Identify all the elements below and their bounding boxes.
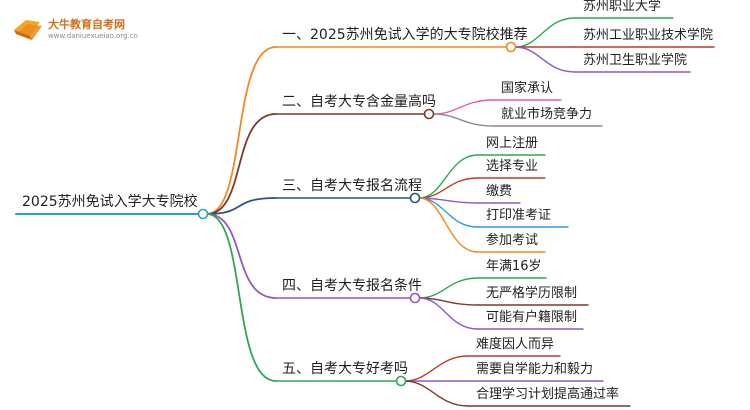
branch-4-leaf-3-connector — [418, 297, 479, 330]
branch-5-connector — [206, 213, 277, 382]
branch-1-leaf-2-label: 苏州工业职业技术学院 — [583, 28, 714, 43]
branch-3-leaf-4-label: 打印准考证 — [486, 208, 552, 223]
branch-1-leaf-1-label: 苏州职业大学 — [583, 0, 662, 14]
branch-4-leaf-1-connector — [418, 277, 479, 299]
branch-3-leaf-1-connector — [418, 154, 479, 199]
branch-5-leaf-1-label: 难度因人而异 — [476, 337, 555, 352]
branch-2-label: 二、自考大专含金量高吗 — [282, 94, 436, 110]
branch-4-leaf-3-label: 可能有户籍限制 — [486, 310, 578, 325]
branch-1-label: 一、2025苏州免试入学的大专院校推荐 — [282, 27, 528, 43]
branch-5-leaf-3-connector — [404, 380, 469, 407]
branch-3-leaf-2-connector — [418, 177, 479, 199]
branch-4-leaf-2-label: 无严格学历限制 — [486, 286, 578, 301]
branch-2-leaf-2-connector — [432, 113, 494, 127]
root-node-label: 2025苏州免试入学大专院校 — [22, 194, 198, 210]
site-logo — [8, 10, 168, 46]
branch-2-leaf-2-label: 就业市场竞争力 — [501, 107, 593, 122]
branch-2-leaf-1-label: 国家承认 — [501, 81, 554, 96]
branch-3-leaf-2-label: 选择专业 — [486, 159, 539, 174]
branch-3-leaf-5-label: 参加考试 — [486, 233, 539, 248]
branch-1-leaf-3-connector — [514, 46, 576, 73]
branch-2-connector — [206, 113, 277, 215]
branch-2-node — [423, 108, 435, 120]
branch-2-leaf-1-connector — [432, 99, 494, 115]
branch-1-leaf-3-label: 苏州卫生职业学院 — [583, 53, 688, 68]
branch-4-node — [409, 292, 421, 304]
branch-5-label: 五、自考大专好考吗 — [282, 361, 408, 377]
branch-5-leaf-3-label: 合理学习计划提高通过率 — [476, 387, 620, 402]
branch-5-node — [395, 375, 407, 387]
branch-5-leaf-1-connector — [404, 355, 469, 382]
branch-3-leaf-5-connector — [418, 197, 479, 253]
branch-1-node — [505, 41, 517, 53]
branch-1-connector — [206, 46, 277, 215]
branch-1-leaf-1-connector — [514, 17, 576, 48]
branch-3-label: 三、自考大专报名流程 — [282, 178, 422, 194]
root-node — [197, 208, 209, 220]
branch-4-label: 四、自考大专报名条件 — [282, 278, 422, 294]
branch-4-leaf-1-label: 年满16岁 — [486, 259, 542, 274]
branch-5-leaf-2-label: 需要自学能力和毅力 — [476, 362, 594, 377]
branch-3-leaf-3-label: 缴费 — [486, 184, 513, 199]
branch-4-connector — [206, 213, 277, 299]
branch-3-node — [409, 192, 421, 204]
logo-title: 大牛教育自考网 — [48, 18, 125, 31]
branch-3-leaf-1-label: 网上注册 — [486, 136, 539, 151]
book-logo-icon — [14, 20, 42, 40]
branch-3-connector — [206, 197, 277, 215]
logo-subtitle: www.daniuexueiao.org.cn — [48, 32, 138, 40]
